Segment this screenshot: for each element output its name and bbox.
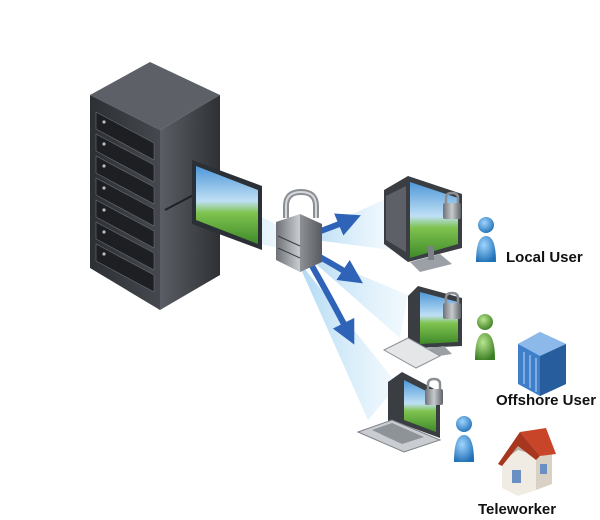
office-building-icon [518,332,566,396]
lock-small-icon [443,191,461,219]
padlock-icon [276,188,322,272]
teleworker-label: Teleworker [478,501,557,518]
desktop-computer-icon [384,176,462,272]
local-user-label: Local User [506,249,583,266]
keyboard-icon [382,337,442,369]
user-figure-icon [475,314,495,360]
server-screen-icon [192,160,262,250]
server-rack-icon [90,62,220,310]
lock-small-icon [425,377,443,405]
user-figure-icon [454,416,474,462]
arrow-teleworker [309,263,355,345]
offshore-desktop-icon [382,286,462,369]
user-figure-icon [476,217,496,262]
lock-small-icon [443,291,461,319]
offshore-user-label: Offshore User [496,392,597,409]
beam-offshore [300,250,408,338]
house-icon [498,428,556,496]
laptop-icon [356,372,443,453]
